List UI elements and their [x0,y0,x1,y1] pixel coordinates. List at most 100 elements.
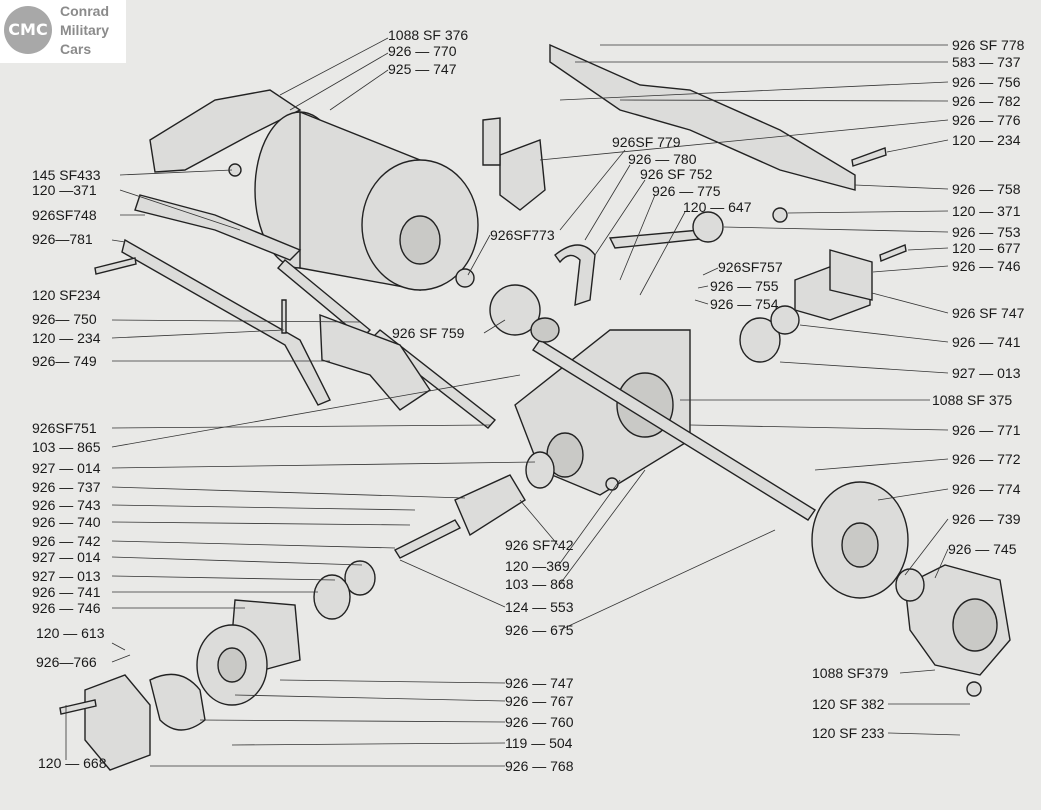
label-120sf382: 120 SF 382 [812,696,885,712]
label-1088sf379: 1088 SF379 [812,665,888,681]
logo: CMC Conrad Military Cars [0,0,126,63]
label-927-013-right: 927 ― 013 [952,365,1021,381]
label-926-771: 926 ― 771 [952,422,1021,438]
label-120sf234: 120 SF234 [32,287,101,303]
label-926-741-left: 926 ― 741 [32,584,101,600]
label-926-739: 926 ― 739 [952,511,1021,527]
parts-drawing [59,43,1011,771]
label-926sf748: 926SF748 [32,207,97,223]
brake-band [149,673,206,731]
label-926-743: 926 ― 743 [32,497,101,513]
logo-word-conrad: Conrad [60,3,109,19]
label-926sf779: 926SF 779 [612,134,681,150]
label-925-747: 925 ― 747 [388,61,457,77]
bearing-cap [489,284,541,336]
label-926-745: 926 ― 745 [948,541,1017,557]
shift-fork [554,244,596,307]
end-cap [84,674,151,771]
label-926sf773: 926SF773 [490,227,555,243]
label-926sf778: 926 SF 778 [952,37,1025,53]
logo-word-military: Military [60,22,110,38]
worm-gear-small [525,451,555,489]
rail-lower [121,238,331,406]
bearing-collar [530,317,560,343]
label-927-014-b: 927 ― 014 [32,549,101,565]
washer-right [966,681,982,697]
bolt-flange [879,244,907,262]
label-145sf433: 145 SF433 [32,167,101,183]
label-120-371-right: 120 ― 371 [952,203,1021,219]
label-120-677: 120 ― 677 [952,240,1021,256]
label-1088sf375: 1088 SF 375 [932,392,1012,408]
seal-right [770,305,800,335]
label-926-756: 926 ― 756 [952,74,1021,90]
label-926-768: 926 ― 768 [505,758,574,774]
label-926-775: 926 ― 775 [652,183,721,199]
label-926-776: 926 ― 776 [952,112,1021,128]
top-bracket [149,89,302,173]
bolt-left [94,257,137,275]
label-926-767: 926 ― 767 [505,693,574,709]
clamp-plate [482,117,501,166]
label-926sf757: 926SF757 [718,259,783,275]
label-926-760: 926 ― 760 [505,714,574,730]
label-583-737: 583 ― 737 [952,54,1021,70]
label-926-781: 926―781 [32,231,93,247]
label-926sf747: 926 SF 747 [952,305,1025,321]
label-926-772: 926 ― 772 [952,451,1021,467]
thrust-bushing [895,568,925,602]
label-926sf759: 926 SF 759 [392,325,465,341]
label-1088sf376: 1088 SF 376 [388,27,468,43]
label-926-747-bottom: 926 ― 747 [505,675,574,691]
label-926sf742: 926 SF742 [505,537,574,553]
label-926sf751: 926SF751 [32,420,97,436]
label-926-749: 926― 749 [32,353,97,369]
label-926-746-right: 926 ― 746 [952,258,1021,274]
label-120-647: 120 ― 647 [683,199,752,215]
label-124-553: 124 ― 553 [505,599,574,615]
bolt-vertical [281,299,287,334]
label-926-737: 926 ― 737 [32,479,101,495]
bearing-left [313,574,351,620]
label-926-755: 926 ― 755 [710,278,779,294]
worm [454,474,526,537]
label-120-613: 120 ― 613 [36,625,105,641]
logo-word-cars: Cars [60,41,92,57]
label-120-371-left: 120 ―371 [32,182,97,198]
label-120-668: 120 ― 668 [38,755,107,771]
logo-badge: CMC [4,6,52,54]
main-shaft [532,339,816,521]
drum-hub [399,215,441,265]
label-926-750: 926― 750 [32,311,97,327]
label-927-014-a: 927 ― 014 [32,460,101,476]
end-cover-bore [952,598,998,652]
foot-bracket [319,313,431,411]
small-ring [605,477,619,491]
label-927-013-left: 927 ― 013 [32,568,101,584]
label-926sf752: 926 SF 752 [640,166,713,182]
nut-right [772,207,788,223]
bolt-cap [59,699,97,715]
label-926-746-left: 926 ― 746 [32,600,101,616]
label-926-740: 926 ― 740 [32,514,101,530]
clamp-bracket [499,139,546,211]
label-926-780: 926 ― 780 [628,151,697,167]
rail-upper [134,194,302,261]
snap-ring [455,268,475,288]
label-120-369: 120 ―369 [505,558,570,574]
label-119-504: 119 ― 504 [505,735,573,751]
label-926-741-right: 926 ― 741 [952,334,1021,350]
bearing-housing-bore [217,647,247,683]
label-926-675: 926 ― 675 [505,622,574,638]
label-926-766: 926―766 [36,654,97,670]
leader-lines [65,37,970,767]
worm-gear-hub [841,522,879,568]
label-926-758: 926 ― 758 [952,181,1021,197]
label-120-234-right: 120 ― 234 [952,132,1021,148]
label-926-774: 926 ― 774 [952,481,1021,497]
label-120sf233: 120 SF 233 [812,725,885,741]
label-103-868: 103 ― 868 [505,576,574,592]
right-rail [549,43,856,191]
part-labels: 1088 SF 376 926 ― 770 925 ― 747 145 SF43… [32,27,1025,774]
